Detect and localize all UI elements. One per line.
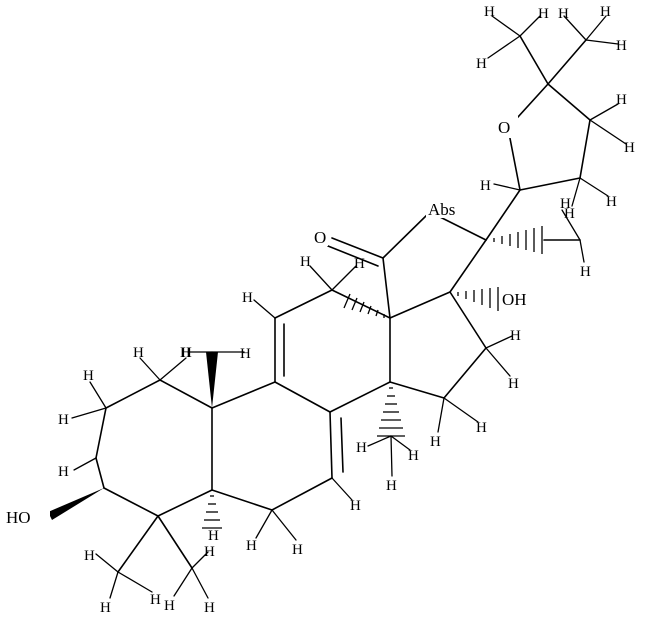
thf-ring-bonds bbox=[485, 83, 591, 241]
h-label: H bbox=[242, 290, 253, 306]
h-label: H bbox=[58, 412, 69, 428]
h-label: H bbox=[246, 538, 257, 554]
h-label: H bbox=[408, 448, 419, 464]
h-label: H bbox=[480, 178, 491, 194]
h-label: H bbox=[300, 254, 311, 270]
h-label: H bbox=[356, 440, 367, 456]
substituent-bonds bbox=[48, 35, 587, 573]
h-label: H bbox=[616, 92, 627, 108]
ring-b-bonds bbox=[211, 381, 344, 511]
h-label: H bbox=[354, 256, 365, 272]
h-label: H bbox=[564, 206, 575, 222]
h-label: H bbox=[292, 542, 303, 558]
hydrogen-stubs bbox=[71, 15, 627, 599]
h-label: H bbox=[600, 4, 611, 20]
ring-c-bonds bbox=[274, 289, 391, 413]
h-label: H bbox=[84, 548, 95, 564]
h-label: H bbox=[616, 38, 627, 54]
ring-a-bonds bbox=[95, 379, 213, 517]
h-label: H bbox=[508, 376, 519, 392]
h-label: H bbox=[83, 368, 94, 384]
h-label: H bbox=[624, 140, 635, 156]
h-label: H bbox=[538, 6, 549, 22]
h-label: H bbox=[476, 420, 487, 436]
h-label: H bbox=[180, 345, 191, 361]
c3-hydroxyl-label: HO bbox=[6, 508, 31, 527]
c14-ch2-hash bbox=[343, 293, 385, 318]
c17-hydroxyl-label: OH bbox=[502, 290, 527, 309]
h-label: H bbox=[204, 600, 215, 616]
h-label: H bbox=[58, 464, 69, 480]
h-label: H bbox=[208, 528, 219, 544]
carbonyl-oxygen-label: O bbox=[314, 228, 326, 247]
h-label: H bbox=[100, 600, 111, 616]
c13-methyl-hash bbox=[377, 387, 405, 437]
c5-h-hash bbox=[202, 495, 222, 529]
ring-d-bonds bbox=[389, 291, 487, 399]
c17-oh-hash bbox=[457, 287, 499, 311]
h-label: H bbox=[350, 498, 361, 514]
lactone-ring-bonds bbox=[327, 211, 487, 319]
h-label: H bbox=[164, 598, 175, 614]
h-label: H bbox=[386, 478, 397, 494]
c20-methyl-hash bbox=[493, 226, 543, 254]
h-label: H bbox=[560, 196, 571, 212]
h-label: H bbox=[510, 328, 521, 344]
h-label: H bbox=[484, 4, 495, 20]
h-label: H bbox=[181, 345, 192, 361]
h-label: H bbox=[150, 592, 161, 608]
thf-oxygen-label: O bbox=[498, 118, 510, 137]
h-label: H bbox=[133, 345, 144, 361]
h-label: H bbox=[430, 434, 441, 450]
h-label: H bbox=[558, 6, 569, 22]
h-label: H bbox=[606, 194, 617, 210]
hydrogen-labels: H H H H H H H H H H H H H H H H H H H H … bbox=[58, 4, 635, 616]
h-label: H bbox=[476, 56, 487, 72]
h-label: H bbox=[204, 544, 215, 560]
abs-stereo-label: Abs bbox=[428, 200, 455, 219]
h-label: H bbox=[240, 346, 251, 362]
h-label: H bbox=[580, 264, 591, 280]
